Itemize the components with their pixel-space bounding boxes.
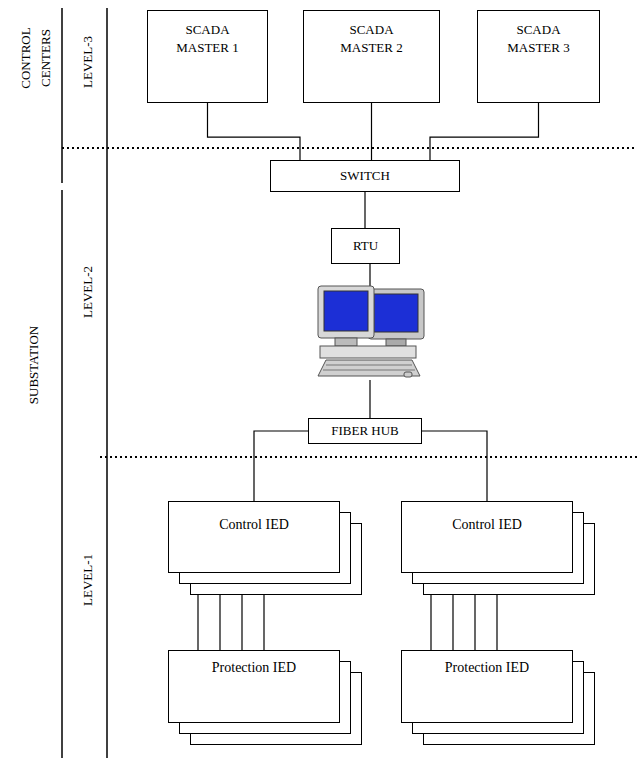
node-label: SCADA MASTER 1 <box>166 21 250 57</box>
ied-front-box: Control IED <box>401 501 573 573</box>
connector <box>371 103 372 160</box>
level-label: LEVEL-1 <box>78 535 98 625</box>
control-center-box: SCADA MASTER 2 <box>303 10 440 103</box>
connector <box>197 595 198 650</box>
ied-stack: Control IED <box>168 501 362 595</box>
connector <box>496 595 497 650</box>
node-label: RTU <box>353 237 378 255</box>
connector <box>452 595 453 650</box>
ied-front-box: Protection IED <box>168 650 340 723</box>
level-label: LEVEL-2 <box>78 247 98 337</box>
level-label: SUBSTATION <box>24 305 44 425</box>
connector <box>474 595 475 650</box>
node-label: SCADA MASTER 2 <box>330 21 414 57</box>
ied-stack: Protection IED <box>168 650 362 745</box>
ied-front-box: Control IED <box>168 501 340 573</box>
node-label: Control IED <box>402 516 572 534</box>
connector <box>254 431 308 501</box>
connector <box>241 595 242 650</box>
workstation-icon <box>318 286 424 377</box>
connector <box>422 431 487 501</box>
node-label: SWITCH <box>340 167 390 185</box>
node-label: Protection IED <box>169 659 339 677</box>
level-boundary <box>100 456 637 458</box>
level-label: CONTROL CENTERS <box>16 19 56 97</box>
divider-line <box>106 8 108 758</box>
control-center-box: SCADA MASTER 1 <box>147 10 268 103</box>
rtu-box: RTU <box>331 228 400 264</box>
connector <box>430 595 431 650</box>
divider-line <box>61 190 63 758</box>
divider-line <box>61 8 63 183</box>
switch-box: SWITCH <box>270 160 460 192</box>
ied-stack: Protection IED <box>401 650 595 745</box>
ied-front-box: Protection IED <box>401 650 573 723</box>
node-label: SCADA MASTER 3 <box>497 21 581 57</box>
level-label: LEVEL-3 <box>78 17 98 107</box>
node-label: Protection IED <box>402 659 572 677</box>
node-label: FIBER HUB <box>331 422 399 440</box>
connector <box>263 595 264 650</box>
connector <box>208 103 301 160</box>
ied-stack: Control IED <box>401 501 595 595</box>
connector <box>219 595 220 650</box>
level-boundary <box>62 147 637 149</box>
connector <box>430 103 539 160</box>
node-label: Control IED <box>169 516 339 534</box>
control-center-box: SCADA MASTER 3 <box>477 10 600 103</box>
link-line <box>369 264 370 286</box>
link-line <box>369 380 370 418</box>
hub-box: FIBER HUB <box>308 418 422 444</box>
connector <box>364 192 365 228</box>
